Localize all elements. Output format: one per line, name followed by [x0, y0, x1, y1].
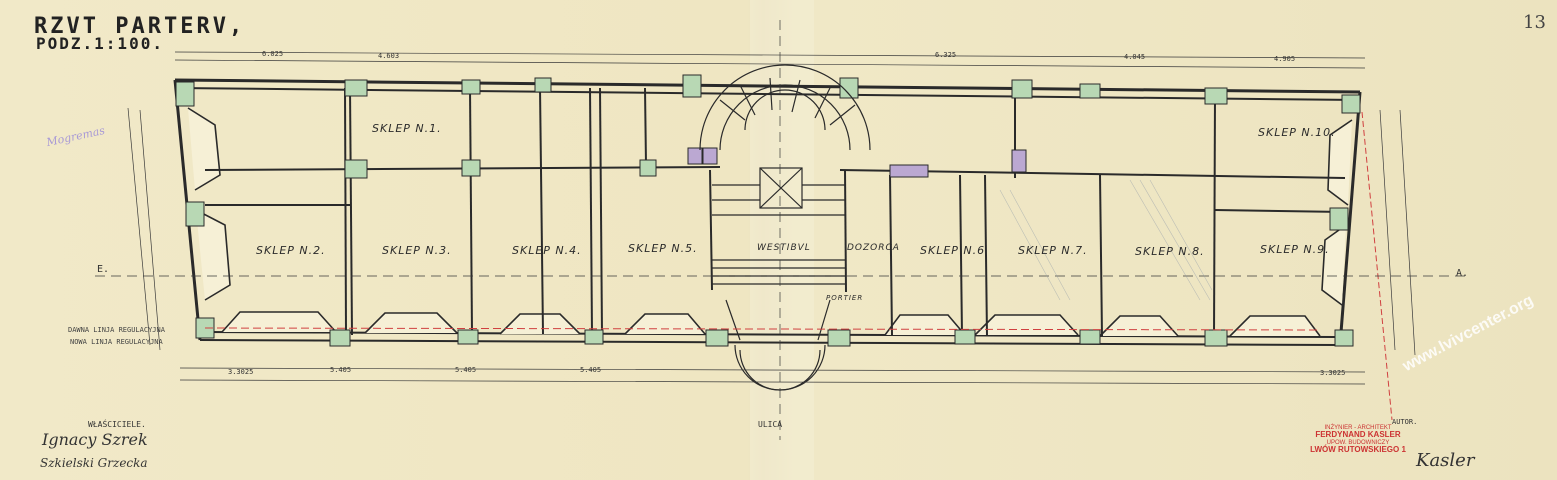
room-label-westibul: WESTIBVL [757, 243, 811, 253]
new-regulation-label: NOWA LINJA REGULACYJNA [70, 338, 163, 346]
wall-piers [175, 74, 1361, 347]
owners-heading: WŁAŚCICIELE. [88, 420, 146, 429]
old-regulation-label: DAWNA LINJA REGULACYJNA [68, 326, 165, 334]
room-label-sklep-9: SKLEP N.9. [1260, 243, 1330, 256]
stamp-line-4: LWÓW RUTOWSKIEGO 1 [1310, 444, 1406, 454]
room-label-sklep-7: SKLEP N.7. [1018, 244, 1088, 257]
dim-top-4: 4.045 [1124, 53, 1146, 61]
room-label-sklep-4: SKLEP N.4. [512, 244, 582, 257]
architect-signature: Kasler [1416, 450, 1475, 471]
street-label: ULICA [758, 420, 783, 429]
dim-bottom-3: 5.405 [455, 366, 477, 374]
architect-stamp: INŻYNIER - ARCHITEKT FERDYNAND KASLER UP… [1302, 425, 1414, 473]
author-heading: AUTOR. [1392, 418, 1418, 426]
dim-bottom-4: 5.405 [580, 366, 602, 374]
regulation-line-side [1361, 111, 1393, 421]
room-label-sklep-2: SKLEP N.2. [256, 244, 326, 257]
drawing-scale: PODZ.1:100. [36, 34, 164, 53]
hatch-shading [999, 179, 1213, 301]
dim-bottom-1: 3.3025 [228, 368, 254, 376]
spiral-staircase [699, 64, 871, 285]
room-label-dozorca: DOZORCA [847, 243, 900, 253]
room-label-sklep-6: SKLEP N.6 [920, 244, 986, 257]
owner-signature-2: Szkielski Grzecka [40, 456, 148, 470]
owner-signature-1: Ignacy Szrek [42, 430, 148, 449]
room-label-portier: PORTIER [826, 294, 864, 302]
sheet-number: 13 [1523, 12, 1546, 33]
section-marker-a: A. [1456, 268, 1469, 279]
room-label-sklep-5: SKLEP N.5. [628, 242, 698, 255]
stamp-line-3: UPOW. BUDOWNICZY [1326, 439, 1390, 446]
section-marker-e: E. [97, 264, 110, 275]
stamp-line-1: INŻYNIER - ARCHITEKT [1324, 425, 1392, 431]
dim-top-2: 6.025 [262, 50, 284, 58]
dim-top-5: 4.905 [1274, 55, 1296, 63]
dim-top-1: 4.603 [378, 52, 400, 60]
room-label-sklep-3: SKLEP N.3. [382, 244, 452, 257]
dimension-lines [95, 20, 1470, 440]
room-label-sklep-1: SKLEP N.1. [372, 122, 442, 135]
room-label-sklep-8: SKLEP N.8. [1135, 245, 1205, 258]
room-label-sklep-10: SKLEP N.10. [1258, 126, 1336, 139]
drawing-title: RZVT PARTERV, [34, 14, 246, 39]
stamp-line-2: FERDYNAND KASLER [1315, 430, 1401, 440]
new-regulation-line [204, 327, 1321, 331]
dim-bottom-2: 5.405 [330, 366, 352, 374]
tape-strip [750, 0, 814, 480]
dim-bottom-5: 3.3025 [1320, 369, 1346, 377]
dim-top-3: 6.325 [935, 51, 957, 59]
